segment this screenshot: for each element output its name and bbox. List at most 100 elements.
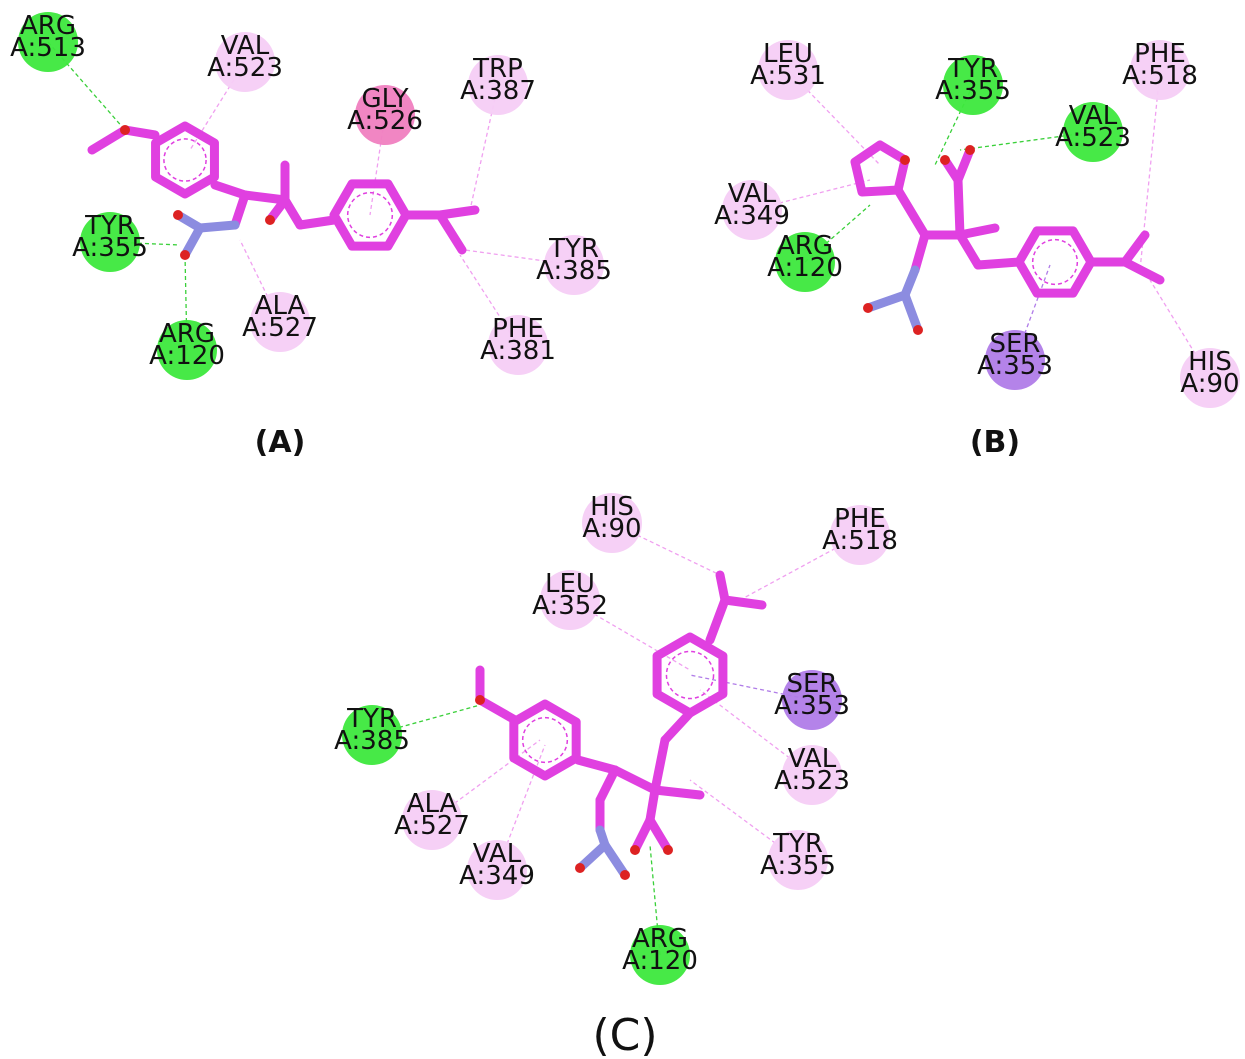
ligand-c-bond-ip [705, 595, 730, 645]
ligand-a-isopropylphenyl-aromatic [346, 191, 394, 239]
ligand-c [475, 570, 767, 880]
ligand-c-bond-c3 [650, 735, 670, 795]
residue-disc-b-ser-a353 [985, 330, 1045, 390]
ligand-a-bond-c1 [210, 180, 250, 200]
residue-id-a-val-a523: A:523 [207, 53, 283, 83]
ligand-a-oxygen-2 [173, 210, 183, 220]
ligand-b-bond-c7 [973, 257, 1024, 270]
ligand-b-bond-c8 [910, 230, 930, 275]
ligand-a-bond-o1 [120, 125, 160, 140]
ligand-a-oxygen-4 [265, 215, 275, 225]
residue-name-c-tyr-a385: TYR [346, 704, 397, 734]
ligand-b-bond-no1 [863, 290, 910, 313]
residue-id-c-ser-a353: A:353 [774, 691, 850, 721]
residue-disc-c-his-a90 [582, 493, 642, 553]
residue-name-c-leu-a352: LEU [545, 569, 595, 599]
ligand-a-bond-no2 [180, 223, 205, 260]
ligand-a-bond-c4 [295, 215, 339, 230]
ligand-a-methoxyphenyl-aromatic [163, 138, 207, 182]
residue-id-b-tyr-a355: A:355 [935, 76, 1011, 106]
residue-disc-b-tyr-a355 [943, 55, 1003, 115]
ligand-c-methoxyphenyl-aromatic [521, 716, 569, 764]
residue-name-c-phe-a518: PHE [834, 504, 886, 534]
residue-id-a-trp-a387: A:387 [460, 76, 536, 106]
ligand-a-methoxyphenyl-ring [151, 121, 219, 199]
residue-name-a-arg-a120: ARG [159, 319, 215, 349]
residue-name-b-val-a349: VAL [728, 179, 777, 209]
ligand-b-oxygen-1 [965, 145, 975, 155]
residue-name-b-leu-a531: LEU [763, 39, 813, 69]
ligand-c-bond-no1 [575, 840, 610, 873]
residue-name-b-arg-a120: ARG [777, 231, 833, 261]
ligand-a-oxygen-1 [120, 125, 130, 135]
residue-name-a-val-a523: VAL [221, 31, 270, 61]
ligand-a-methoxyphenyl [151, 121, 219, 199]
residue-disc-c-ser-a353 [782, 670, 842, 730]
residue-name-b-tyr-a355: TYR [947, 54, 998, 84]
ligand-b-bond-ip2 [1120, 257, 1165, 285]
ligand-b-furan-oxygen [900, 155, 910, 165]
ligand-b-bond-no2 [900, 290, 923, 335]
ligand-a-bond-me [87, 125, 130, 155]
residue-disc-c-tyr-a355 [768, 830, 828, 890]
residue-disc-c-val-a523 [782, 745, 842, 805]
residue-name-b-phe-a518: PHE [1134, 39, 1186, 69]
residue-id-b-arg-a120: A:120 [767, 253, 843, 283]
residue-name-c-ser-a353: SER [787, 669, 838, 699]
residue-disc-c-leu-a352 [540, 570, 600, 630]
residue-id-c-leu-a352: A:352 [532, 591, 608, 621]
residue-id-c-arg-a120: A:120 [622, 946, 698, 976]
ligand-a-bond-c2 [240, 190, 290, 205]
residue-name-a-phe-a381: PHE [492, 314, 544, 344]
ligand-a-bond-n [195, 220, 240, 233]
residue-disc-b-val-a349 [722, 180, 782, 240]
residue-id-c-tyr-a385: A:385 [334, 726, 410, 756]
residue-disc-a-gly-a526 [355, 85, 415, 145]
residue-id-a-tyr-a355: A:355 [72, 233, 148, 263]
residue-name-b-ser-a353: SER [990, 329, 1041, 359]
residue-name-b-his-a90: HIS [1188, 347, 1232, 377]
ligand-c-bond-c1 [573, 755, 620, 775]
residue-disc-a-phe-a381 [488, 315, 548, 375]
residue-name-c-arg-a120: ARG [632, 924, 688, 954]
residue-disc-a-arg-a120 [157, 320, 217, 380]
ligand-c-bond-c6 [595, 765, 620, 805]
interaction-line-c-arg-a120 [649, 844, 661, 956]
ligand-c-methoxyphenyl [509, 699, 581, 781]
ligand-c-bond-co1 [630, 815, 655, 855]
ligand-a-isopropylphenyl-ring [329, 179, 411, 251]
residue-name-a-tyr-a385: TYR [548, 234, 599, 264]
interaction-line-b-his-a90 [1149, 279, 1211, 379]
residue-disc-c-phe-a518 [830, 505, 890, 565]
ligand-a-bond-ip2 [435, 210, 467, 255]
residue-disc-c-ala-a527 [402, 790, 462, 850]
residue-name-a-tyr-a355: TYR [84, 211, 135, 241]
ligand-b-oxygen-3 [863, 303, 873, 313]
ligand-c-bond-ip2 [720, 595, 767, 610]
residue-id-c-val-a523: A:523 [774, 766, 850, 796]
ligand-c-bond-co2 [645, 815, 673, 855]
interaction-line-a-arg-a513 [47, 41, 126, 131]
residue-id-a-tyr-a385: A:385 [536, 256, 612, 286]
residue-id-b-ser-a353: A:353 [977, 351, 1053, 381]
residue-id-b-val-a349: A:349 [714, 201, 790, 231]
ligand-c-oxygen-1 [475, 695, 485, 705]
panel-label-b: (B) [970, 425, 1020, 460]
ligand-b-isopropylphenyl-ring [1014, 226, 1096, 298]
ligand-a-isopropylphenyl [329, 179, 411, 251]
residue-id-b-phe-a518: A:518 [1122, 61, 1198, 91]
ligand-a-bond-c5 [230, 190, 250, 230]
